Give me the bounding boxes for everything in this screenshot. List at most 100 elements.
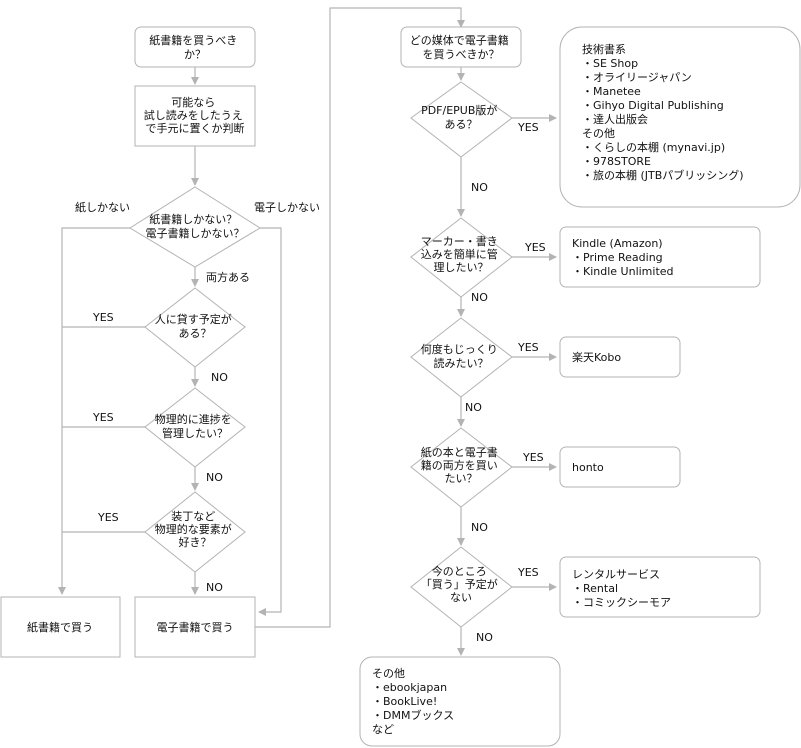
box-tech-stores-line: 技術書系 bbox=[582, 42, 626, 56]
edge-only-to-paper bbox=[58, 227, 130, 595]
edges-left bbox=[58, 7, 465, 628]
svg-text:Kindle (Amazon) ・Prime R: Kindle (Amazon) ・Prime Reading ・Kindle U… bbox=[572, 237, 674, 278]
box-other-stores-line: ・DMMブックス bbox=[372, 708, 454, 722]
box-tech-stores-line: ・旅の本棚 (JTBパブリッシング) bbox=[582, 168, 744, 182]
svg-text:どの媒体で電子書籍 を買うべきか？: どの媒体で電子書籍 を買うべきか？ bbox=[410, 33, 513, 61]
decision-lend-line: 人に貸す予定が bbox=[155, 312, 232, 326]
box-rental-line: ・コミックシーモア bbox=[572, 596, 671, 609]
svg-text:honto: honto bbox=[572, 461, 604, 474]
decision-marker-line: マーカー・書き bbox=[421, 234, 498, 248]
box-other-stores-line: ・BookLive! bbox=[372, 695, 437, 708]
svg-text:レンタルサービス ・Rental ・: レンタルサービス ・Rental ・コミックシーモア bbox=[572, 568, 671, 609]
box-kindle-line: ・Prime Reading bbox=[572, 251, 663, 264]
svg-text:何度もじっくり 読みたい？: 何度もじっくり 読みたい？ bbox=[421, 342, 502, 370]
node-trial bbox=[134, 85, 256, 147]
label-pdf-yes: YES bbox=[517, 121, 539, 134]
box-tech-stores-line: ・Manetee bbox=[582, 85, 641, 98]
box-tech-stores-line: ・オライリージャパン bbox=[582, 71, 692, 84]
label-reread-yes: YES bbox=[517, 341, 539, 354]
svg-text:技術書系 ・SE Shop ・オライ: 技術書系 ・SE Shop ・オライリージャパン ・Manetee ・Gihyo… bbox=[582, 42, 744, 182]
node-buy-paper bbox=[0, 596, 121, 658]
label-both-no: NO bbox=[471, 521, 488, 534]
label-lend-yes: YES bbox=[92, 311, 114, 324]
svg-text:紙の本と電子書 籍の両方を買い たい: 紙の本と電子書 籍の両方を買い たい？ bbox=[421, 445, 502, 485]
box-kobo-line: 楽天Kobo bbox=[572, 351, 621, 364]
nodes-right: どの媒体で電子書籍 を買うべきか？ PDF/EPUB版が ある？ マーカー・書き… bbox=[359, 26, 801, 747]
decision-marker-line: 込みを簡単に管 bbox=[421, 247, 498, 261]
decision-lend bbox=[144, 287, 246, 368]
edge-only-to-ebook bbox=[258, 227, 282, 616]
decision-reread-line: 何度もじっくり bbox=[421, 342, 498, 356]
svg-text:PDF/EPUB版が ある？: PDF/EPUB版が ある？ bbox=[421, 103, 501, 131]
node-trial-line: 可能なら bbox=[171, 95, 215, 109]
label-both: 両方ある bbox=[206, 270, 250, 284]
svg-text:紙書籍しかない？ 電子書籍しかない？: 紙書籍しかない？ 電子書籍しかない？ bbox=[146, 212, 245, 240]
decision-pdf-epub bbox=[410, 81, 513, 158]
box-kindle-line: Kindle (Amazon) bbox=[572, 237, 663, 250]
label-reread-no: NO bbox=[465, 401, 482, 414]
decision-both-line: 籍の両方を買い bbox=[421, 458, 498, 472]
decision-reread bbox=[410, 317, 513, 398]
label-physical-yes: YES bbox=[97, 511, 119, 524]
box-kobo bbox=[559, 336, 681, 378]
decision-both-line: たい？ bbox=[445, 472, 478, 485]
decision-paper-or-ebook-only-line: 紙書籍しかない？ bbox=[149, 212, 237, 226]
node-start bbox=[134, 26, 256, 68]
box-other-stores-line: ・ebookjapan bbox=[372, 681, 447, 694]
label-pdf-no: NO bbox=[471, 181, 488, 194]
node-buy-paper-label: 紙書籍で買う bbox=[27, 620, 93, 634]
box-rental-line: ・Rental bbox=[572, 582, 618, 595]
svg-text:装丁など 物理的な要素が 好き？: 装丁など 物理的な要素が 好き？ bbox=[155, 510, 236, 549]
nodes-left: 紙書籍を買うべき か？ 可能なら 試し読みをしたうえ で手元に置くか判断 紙書籍… bbox=[0, 26, 261, 658]
edges-right bbox=[457, 67, 557, 656]
decision-pdf-epub-line: ある？ bbox=[445, 118, 478, 131]
node-buy-ebook-label: 電子書籍で買う bbox=[157, 620, 234, 634]
decision-paper-or-ebook-only bbox=[129, 186, 261, 268]
decision-no-buy-line: ない bbox=[450, 591, 472, 604]
decision-reread-line: 読みたい？ bbox=[434, 356, 489, 370]
decision-lend-line: ある？ bbox=[179, 327, 212, 340]
label-marker-no: NO bbox=[471, 291, 488, 304]
edge-ebook-to-right-start bbox=[255, 7, 465, 628]
decision-paper-or-ebook-only-line: 電子書籍しかない？ bbox=[146, 226, 245, 240]
label-nobuy-yes: YES bbox=[517, 566, 539, 579]
svg-text:楽天Kobo: 楽天Kobo bbox=[572, 351, 621, 364]
svg-text:物理的に進捗を 管理したい？: 物理的に進捗を 管理したい？ bbox=[155, 412, 236, 440]
box-tech-stores bbox=[559, 26, 801, 208]
label-progress-yes: YES bbox=[92, 411, 114, 424]
box-tech-stores-line: ・Gihyo Digital Publishing bbox=[582, 99, 724, 112]
label-both-yes: YES bbox=[522, 451, 544, 464]
decision-progress bbox=[144, 387, 246, 468]
decision-physical-line: 装丁など bbox=[171, 510, 215, 523]
decision-marker bbox=[410, 217, 513, 298]
label-marker-yes: YES bbox=[524, 241, 546, 254]
svg-text:マーカー・書き 込みを簡単に管 理し: マーカー・書き 込みを簡単に管 理したい？ bbox=[421, 234, 502, 274]
svg-text:紙書籍を買うべき か？: 紙書籍を買うべき か？ bbox=[149, 33, 241, 61]
box-honto-line: honto bbox=[572, 461, 604, 474]
box-other-stores bbox=[359, 656, 561, 747]
box-other-stores-line: など bbox=[372, 723, 394, 736]
box-rental-line: レンタルサービス bbox=[572, 568, 660, 581]
label-ebook-only: 電子しかない bbox=[254, 201, 320, 214]
box-rental bbox=[559, 556, 761, 618]
box-tech-stores-line: ・達人出版会 bbox=[582, 112, 648, 126]
label-paper-only: 紙しかない bbox=[75, 200, 130, 214]
node-start-line: か？ bbox=[184, 48, 206, 61]
decision-progress-line: 物理的に進捗を bbox=[155, 412, 232, 426]
label-physical-no: NO bbox=[206, 581, 223, 594]
decision-physical-line: 好き？ bbox=[179, 535, 212, 549]
decision-progress-line: 管理したい？ bbox=[162, 426, 228, 440]
label-nobuy-no: NO bbox=[476, 631, 493, 644]
decision-no-buy-line: 「買う」予定が bbox=[421, 577, 498, 591]
node-right-start-line: を買うべきか？ bbox=[423, 48, 500, 61]
node-trial-line: で手元に置くか判断 bbox=[146, 121, 245, 135]
box-honto bbox=[559, 446, 681, 488]
decision-physical-line: 物理的な要素が bbox=[155, 522, 232, 536]
box-tech-stores-line: ・くらしの本棚 (mynavi.jp) bbox=[582, 140, 725, 154]
box-tech-stores-line: ・SE Shop bbox=[582, 57, 638, 70]
node-buy-ebook bbox=[134, 596, 256, 658]
edge-labels: 紙しかない 電子しかない 両方ある YES NO YES NO YES NO Y… bbox=[75, 121, 546, 644]
svg-text:その他 ・ebookjapan ・B: その他 ・ebookjapan ・BookLive! ・DMMブックス など bbox=[372, 667, 458, 736]
label-lend-no: NO bbox=[211, 371, 228, 384]
